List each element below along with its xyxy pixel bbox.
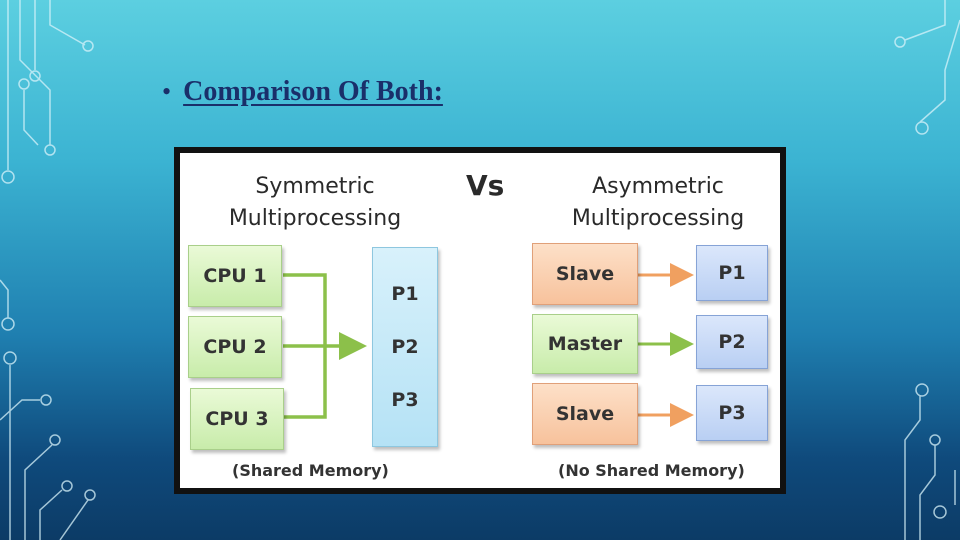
- shared-process-p3: P3: [391, 388, 419, 411]
- shared-memory-caption: (Shared Memory): [232, 461, 389, 480]
- slide-title: Comparison Of Both:: [183, 76, 443, 107]
- shared-process-column: P1 P2 P3: [372, 247, 438, 447]
- process-p2-box: P2: [696, 315, 768, 369]
- figure-panel: Symmetric Multiprocessing Vs Asymmetric …: [180, 153, 780, 488]
- shared-process-p1: P1: [391, 283, 419, 306]
- arrows-layer: [283, 263, 694, 427]
- slave-1-box: Slave: [532, 243, 638, 305]
- cpu-2-box: CPU 2: [188, 316, 282, 378]
- no-shared-memory-caption: (No Shared Memory): [558, 461, 745, 480]
- slide-title-row: • Comparison Of Both:: [162, 72, 443, 112]
- cpu-1-box: CPU 1: [188, 245, 282, 307]
- master-box: Master: [532, 314, 638, 374]
- process-p1-box: P1: [696, 245, 768, 301]
- process-p3-box: P3: [696, 385, 768, 441]
- symmetric-connectors: [283, 273, 367, 419]
- symmetric-heading: Symmetric Multiprocessing: [228, 174, 402, 231]
- cpu-3-box: CPU 3: [190, 388, 284, 450]
- slave-2-box: Slave: [532, 383, 638, 445]
- vs-label: Vs: [466, 169, 505, 202]
- shared-process-p2: P2: [391, 335, 419, 358]
- bullet-glyph: •: [162, 77, 172, 106]
- comparison-figure: Symmetric Multiprocessing Vs Asymmetric …: [174, 147, 786, 494]
- asymmetric-heading: Asymmetric Multiprocessing: [571, 174, 745, 231]
